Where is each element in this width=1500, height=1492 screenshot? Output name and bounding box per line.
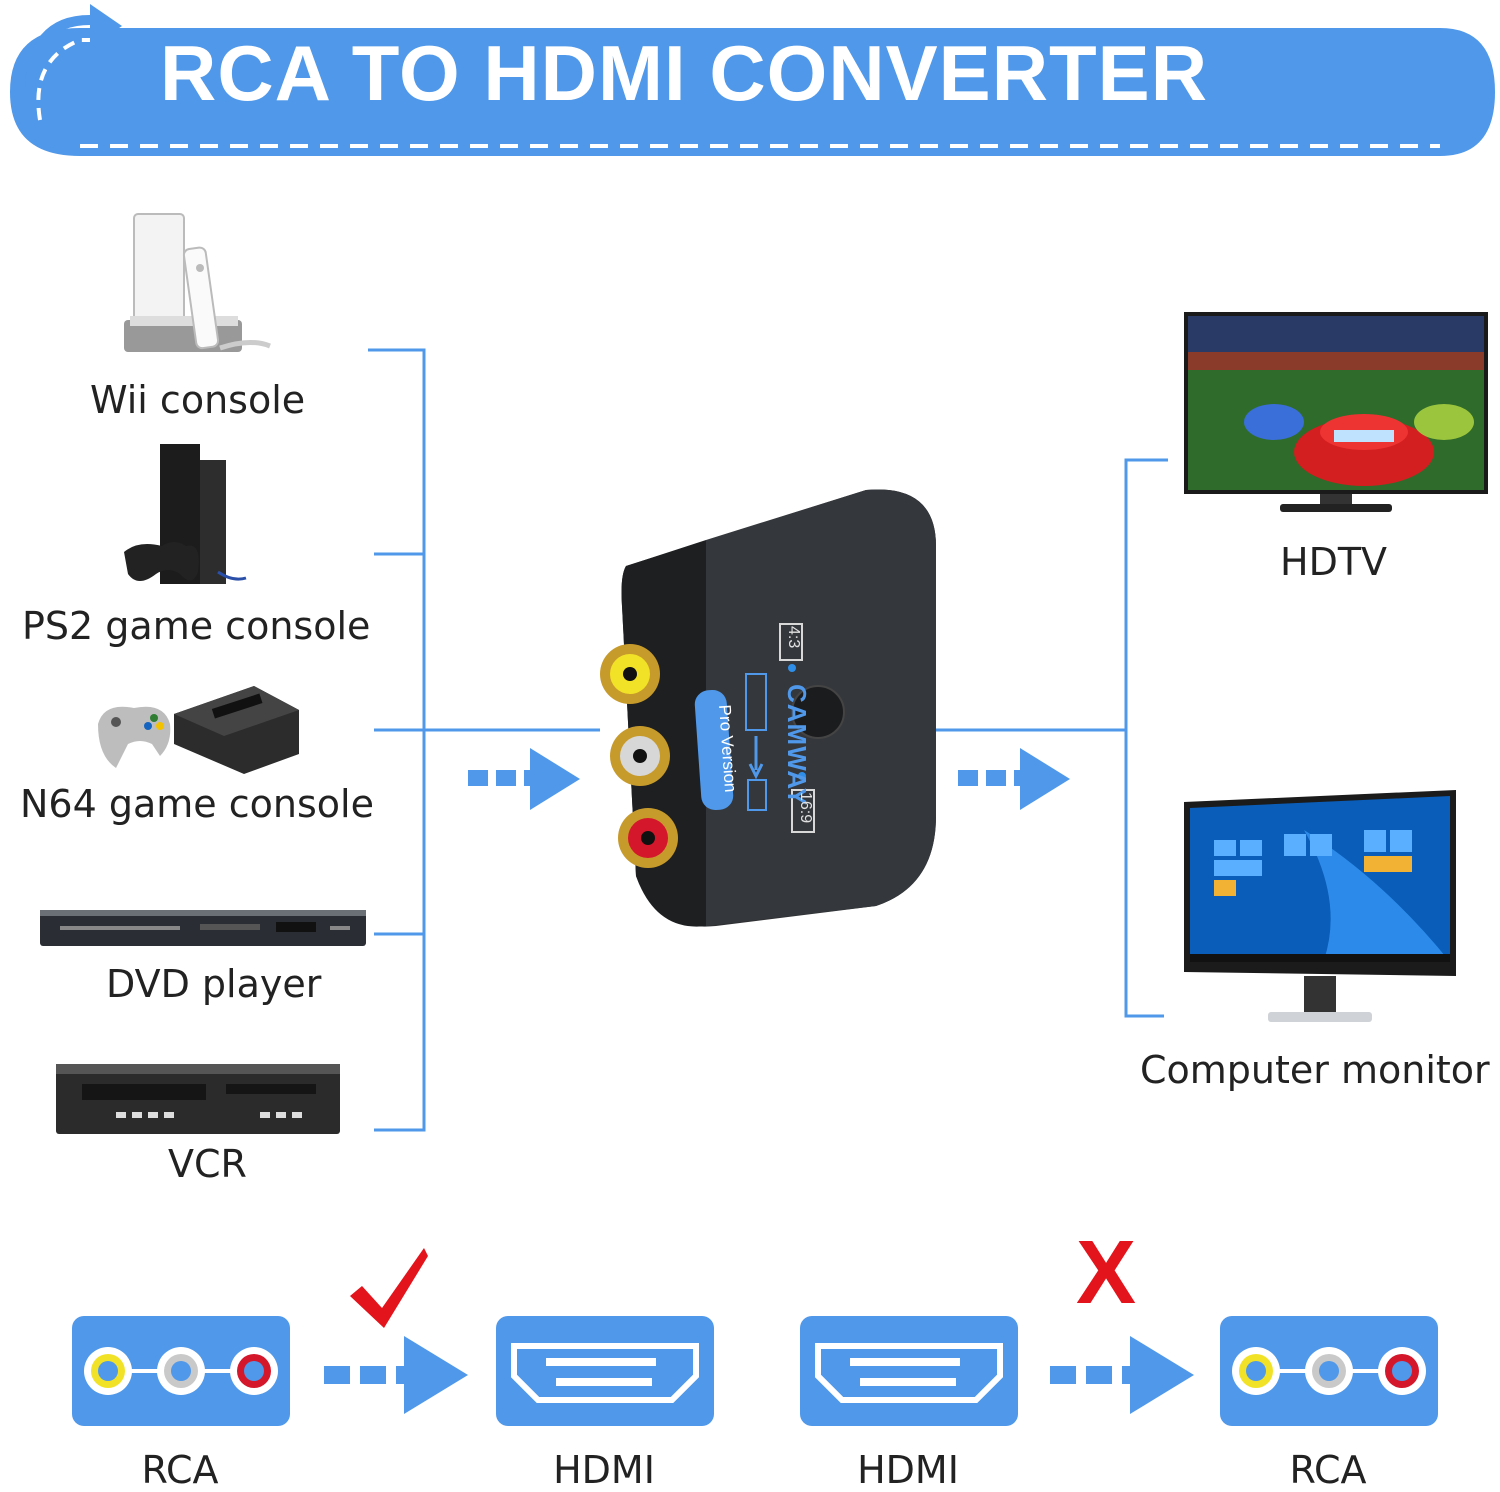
wii-console-icon [120,208,280,358]
page-title: RCA TO HDMI CONVERTER [160,29,1209,117]
bottom-label-hdmi-left: HDMI [553,1448,655,1492]
output-bracket [936,450,1176,1030]
input-arrow-icon [468,744,584,814]
hdmi-port-icon-left [496,1316,714,1426]
hdmi-port-icon-right [800,1316,1018,1426]
source-label-vcr: VCR [168,1142,247,1186]
ratio-4-3-label: 4:3 [785,626,802,649]
rca-port-icon-left [72,1316,290,1426]
bottom-label-rca-right: RCA [1289,1448,1367,1492]
unsupported-arrow-icon [1048,1332,1198,1416]
bottom-label-hdmi-right: HDMI [857,1448,959,1492]
title-banner [0,0,1500,170]
output-label-monitor: Computer monitor [1140,1048,1490,1092]
source-bracket [360,340,610,1140]
vcr-icon [56,1060,340,1136]
unsupported-mark: X [1076,1223,1137,1323]
source-label-wii: Wii console [90,378,306,422]
supported-arrow-icon [322,1332,472,1416]
bottom-label-rca-left: RCA [141,1448,219,1492]
n64-console-icon [94,684,304,776]
output-arrow-icon [958,744,1074,814]
hdtv-icon [1184,312,1490,516]
check-mark-icon [346,1244,432,1330]
output-label-hdtv: HDTV [1280,540,1388,584]
ratio-16-9-label: 16:9 [797,792,814,824]
computer-monitor-icon [1184,790,1458,1028]
dvd-player-icon [40,904,366,952]
source-label-ps2: PS2 game console [22,604,371,648]
source-label-n64: N64 game console [20,782,374,826]
converter-device [596,486,946,932]
rca-port-icon-right [1220,1316,1438,1426]
source-label-dvd: DVD player [106,962,322,1006]
ps2-console-icon [118,442,258,592]
device-brand: CAMWAY [782,684,812,807]
